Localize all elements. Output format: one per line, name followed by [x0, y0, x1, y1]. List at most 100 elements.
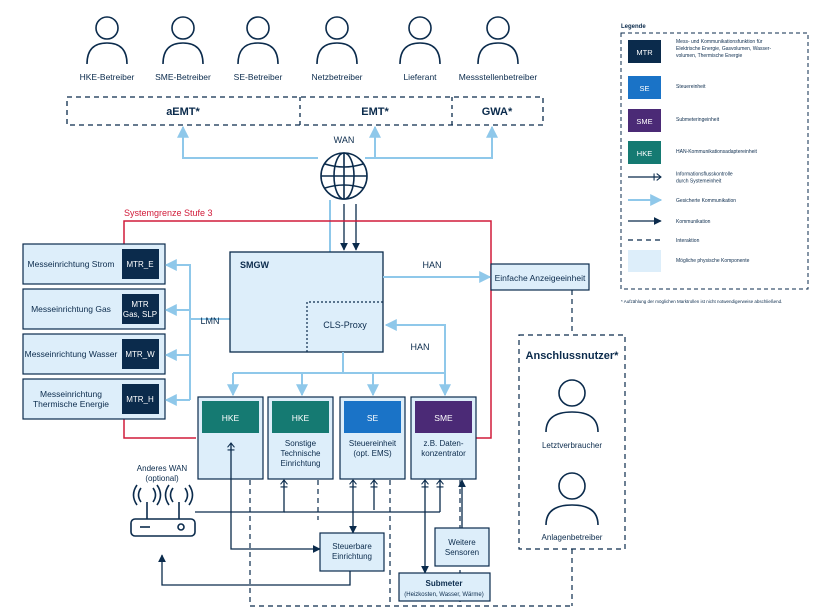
- group-aemt: aEMT*: [166, 106, 200, 118]
- group-gwa: GWA*: [482, 106, 513, 118]
- legend-badge: [628, 141, 661, 164]
- end-consumer-label: Letztverbraucher: [542, 441, 602, 450]
- meter-3: Messeinrichtung Wasser MTR_W: [22, 333, 166, 375]
- lmn-links: [164, 259, 230, 406]
- submeter-sub: (Heizkosten, Wasser, Wärme): [404, 592, 483, 598]
- unit-label: z.B. Daten-konzentrator: [421, 439, 466, 458]
- smgw-label: SMGW: [240, 260, 270, 270]
- unit-badge-text: SME: [434, 413, 453, 423]
- actor-label: Messstellenbetreiber: [459, 72, 538, 82]
- actor-4: Netzbetreiber: [311, 16, 363, 82]
- legend-badge: [628, 40, 661, 63]
- unit-badge-text: SE: [367, 413, 379, 423]
- actor-label: SME-Betreiber: [155, 72, 211, 82]
- person-icon: [171, 16, 195, 40]
- legend-text: Submeteringeinheit: [676, 117, 720, 123]
- actor-label: Lieferant: [403, 72, 437, 82]
- wan-label: WAN: [334, 135, 355, 145]
- legend-item-7: Kommunikation: [628, 217, 711, 225]
- legend-title: Legende: [621, 24, 646, 30]
- meter-label: Messeinrichtung Wasser: [25, 349, 118, 359]
- unit-badge-text: HKE: [292, 413, 310, 423]
- legend-badge: [628, 109, 661, 132]
- actor-label: Netzbetreiber: [311, 72, 362, 82]
- person-body: [316, 42, 358, 65]
- person-icon: [486, 16, 510, 40]
- legend-item-9: Mögliche physische Komponente: [628, 250, 750, 272]
- legend-badge: [628, 76, 661, 99]
- actor-6: Messstellenbetreiber: [459, 16, 538, 82]
- system-boundary-label: Systemgrenze Stufe 3: [124, 208, 213, 218]
- person-body: [399, 42, 441, 65]
- meter-label: Messeinrichtung Gas: [31, 304, 111, 314]
- legend-swatch: [628, 250, 661, 272]
- controllable-device-box: [319, 532, 385, 572]
- plant-operator-label: Anlagenbetreiber: [542, 533, 603, 542]
- top-group-box: [66, 96, 544, 126]
- unit-badge-text: HKE: [222, 413, 240, 423]
- meter-badge: [122, 384, 159, 414]
- legend-footnote: * Aufzählung der möglichen Marktrollen i…: [621, 299, 782, 304]
- han-label-top: HAN: [422, 260, 441, 270]
- legend-item-3: SME Submeteringeinheit: [628, 109, 720, 132]
- legend-text: HAN-Kommunikationsadaptereinheit: [676, 149, 757, 155]
- unit-badge: [272, 401, 329, 433]
- actor-2: SME-Betreiber: [155, 16, 211, 82]
- group-emt: EMT*: [361, 106, 389, 118]
- actor-1: HKE-Betreiber: [80, 16, 135, 82]
- cls-proxy-label: CLS-Proxy: [323, 320, 367, 330]
- legend-badge-text: SE: [639, 84, 649, 93]
- submeter-label: Submeter: [426, 579, 463, 588]
- communication-lines: [158, 442, 466, 586]
- legend-text: Interaktion: [676, 238, 700, 244]
- router-label: Anderes WAN(optional): [137, 464, 188, 483]
- cls-proxy-boundary: [306, 301, 383, 352]
- unit-badge: [202, 401, 259, 433]
- legend-text: Mögliche physische Komponente: [676, 258, 750, 264]
- globe-icon: [320, 152, 368, 200]
- submeter-box: [398, 572, 491, 602]
- person-body: [86, 42, 128, 65]
- legend-badge-text: HKE: [637, 149, 652, 158]
- han-label-mid: HAN: [410, 342, 429, 352]
- meter-badge: [122, 339, 159, 369]
- legend-badge-text: MTR: [636, 48, 653, 57]
- legend-text: Kommunikation: [676, 219, 711, 225]
- legend-item-6: Gesicherte Kommunikation: [628, 194, 736, 206]
- unit-badge: [415, 401, 472, 433]
- actor-3: SE-Betreiber: [234, 16, 283, 82]
- legend-text: Gesicherte Kommunikation: [676, 198, 736, 204]
- legend-badge-text: SME: [636, 117, 652, 126]
- connection-user-title: Anschlussnutzer*: [526, 350, 620, 362]
- person-body: [162, 42, 204, 65]
- actor-label: SE-Betreiber: [234, 72, 283, 82]
- meter-badge: [122, 249, 159, 279]
- meter-label: Messeinrichtung Strom: [28, 259, 115, 269]
- meter-badge: [122, 294, 159, 324]
- person-icon: [246, 16, 270, 40]
- person-icon: [408, 16, 432, 40]
- display-unit-label: Einfache Anzeigeeinheit: [495, 273, 586, 283]
- plant-operator-icon: [545, 472, 599, 526]
- unit-4: SME z.B. Daten-konzentrator: [410, 396, 477, 480]
- meter-badge-text: MTR_H: [126, 395, 154, 404]
- meter-badge-text: MTR_W: [125, 350, 155, 359]
